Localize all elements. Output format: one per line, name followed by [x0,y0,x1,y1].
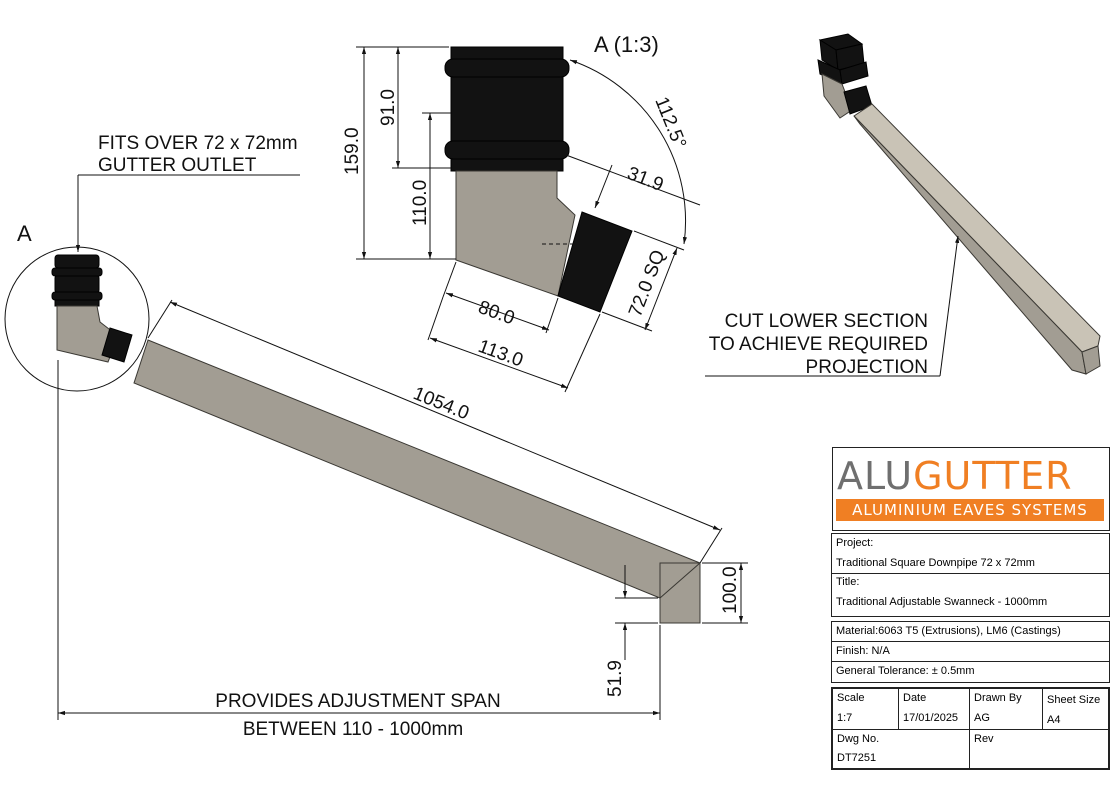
dim-91-label: 91.0 [378,89,399,126]
sheet-size-cell: Sheet Size A4 [1042,688,1109,730]
dwg-no-cell: Dwg No. DT7251 [832,729,970,769]
logo-tagline: ALUMINIUM EAVES SYSTEMS [836,499,1104,521]
rev-label: Rev [974,733,994,745]
cut-note-line2: TO ACHIEVE REQUIRED [709,334,928,355]
dim-100-label: 100.0 [720,566,741,614]
isometric-view: CUT LOWER SECTION TO ACHIEVE REQUIRED PR… [705,33,1101,378]
dim-113-label: 113.0 [475,336,526,372]
detail-circle-a: A FITS OVER 72 x 72mm GUTTER OUTLET [4,133,300,392]
detail-marker-a: A [17,221,32,246]
drawing-info-grid: Scale 1:7 Date 17/01/2025 Drawn By AG Sh… [831,687,1110,770]
material-block: Material:6063 T5 (Extrusions), LM6 (Cast… [831,621,1110,683]
title-value: Traditional Adjustable Swanneck - 1000mm [836,596,1048,608]
span-note-line2: BETWEEN 110 - 1000mm [243,719,463,740]
dim-31-9-label: 31.9 [624,163,666,196]
drawn-by-label: Drawn By [974,692,1022,704]
span-note-line1: PROVIDES ADJUSTMENT SPAN [215,691,500,712]
drawn-by-value: AG [974,712,990,724]
fits-over-line2: GUTTER OUTLET [98,155,257,176]
angle-label: 112.5° [650,94,690,152]
title-label: Title: [836,576,860,588]
sheet-size-value: A4 [1047,714,1061,726]
main-side-view: 1054.0 100.0 51.9 PROVIDES ADJUSTMENT SP… [57,299,748,740]
tolerance-text: General Tolerance: ± 0.5mm [836,665,975,677]
date-value: 17/01/2025 [903,712,959,724]
project-value: Traditional Square Downpipe 72 x 72mm [836,557,1035,569]
detail-title: A (1:3) [594,32,659,57]
logo-gutter: GUTTER [913,454,1073,498]
dim-51-9-label: 51.9 [605,660,626,697]
swanneck-long-pipe [133,339,701,624]
fits-over-line1: FITS OVER 72 x 72mm [98,133,298,154]
dim-110-label: 110.0 [410,180,431,226]
cut-note-line3: PROJECTION [806,357,928,378]
finish-text: Finish: N/A [836,645,890,657]
sheet-size-label: Sheet Size [1047,694,1101,706]
logo-alu: ALU [837,454,914,498]
date-label: Date [903,692,927,704]
scale-cell: Scale 1:7 [832,688,899,730]
scale-value: 1:7 [837,712,853,724]
scale-label: Scale [837,692,865,704]
dim-1054-label: 1054.0 [410,383,472,424]
dwg-no-label: Dwg No. [837,733,880,745]
dwg-no-value: DT7251 [837,752,877,764]
logo-wordmark: ALUGUTTER [837,456,1073,496]
dim-80-label: 80.0 [475,297,517,329]
detail-a-view: 159.0 91.0 110.0 112.5° A (1:3) 31.9 72.… [342,32,701,393]
material-text: Material:6063 T5 (Extrusions), LM6 (Cast… [836,625,1061,637]
rev-cell: Rev [969,729,1109,769]
project-label: Project: [836,537,874,549]
dim-1054-line [169,301,721,531]
dim-159-label: 159.0 [342,127,363,175]
drawn-by-cell: Drawn By AG [969,688,1043,730]
company-logo: ALUGUTTER ALUMINIUM EAVES SYSTEMS [832,447,1110,531]
cut-note-line1: CUT LOWER SECTION [725,311,928,332]
project-block: Project: Traditional Square Downpipe 72 … [831,533,1110,617]
date-cell: Date 17/01/2025 [898,688,970,730]
